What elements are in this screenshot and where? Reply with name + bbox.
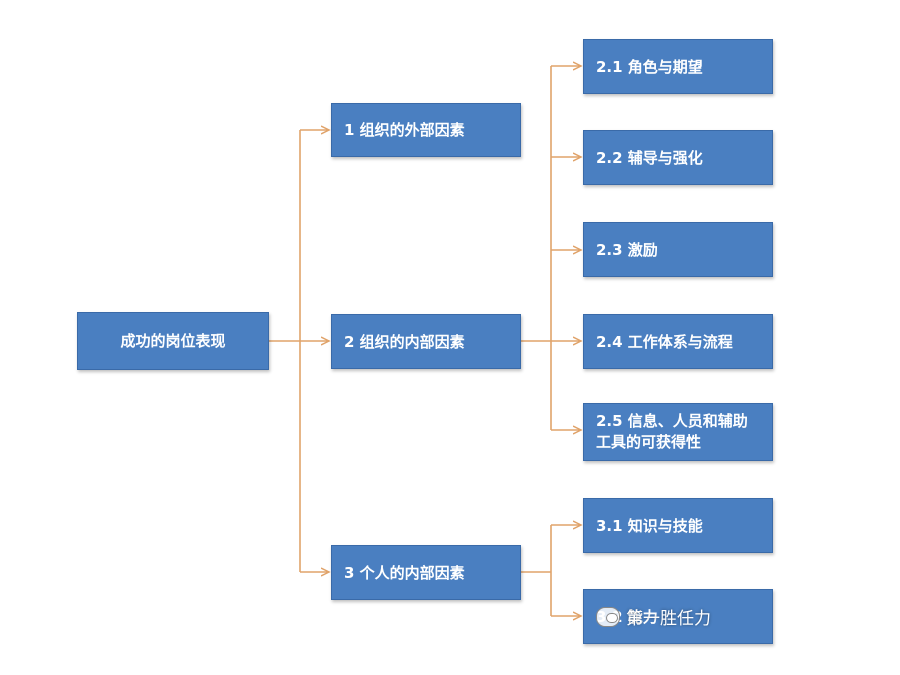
chat-bubble-icon <box>596 606 620 627</box>
factor-label: 2 组织的内部因素 <box>344 332 465 351</box>
sub-label: 2.1 角色与期望 <box>596 57 703 76</box>
factor-node-1: 1 组织的外部因素 <box>331 103 521 157</box>
sub-label: 2.5 信息、人员和辅助工具的可获得性 <box>596 412 748 451</box>
factor-label: 1 组织的外部因素 <box>344 121 465 139</box>
sub-label: 2.3 激励 <box>596 240 658 259</box>
watermark-text: 第一胜任力 <box>626 609 711 629</box>
sub-node-2-1: 2.1 角色与期望 <box>583 39 773 94</box>
sub-label: 2.2 辅导与强化 <box>596 148 703 167</box>
sub-label: 3.1 知识与技能 <box>596 516 703 535</box>
sub-node-2-4: 2.4 工作体系与流程 <box>583 314 773 369</box>
factor-node-3: 3 个人的内部因素 <box>331 545 521 600</box>
sub-node-3-1: 3.1 知识与技能 <box>583 498 773 553</box>
sub-node-2-5: 2.5 信息、人员和辅助工具的可获得性 <box>583 403 773 461</box>
root-label: 成功的岗位表现 <box>120 332 226 350</box>
root-node: 成功的岗位表现 <box>77 312 269 370</box>
factor-label: 3 个人的内部因素 <box>344 563 465 582</box>
watermark: 第一胜任力 <box>596 604 711 629</box>
factor-node-2: 2 组织的内部因素 <box>331 314 521 369</box>
sub-node-2-2: 2.2 辅导与强化 <box>583 130 773 185</box>
sub-label: 2.4 工作体系与流程 <box>596 332 733 351</box>
sub-node-2-3: 2.3 激励 <box>583 222 773 277</box>
